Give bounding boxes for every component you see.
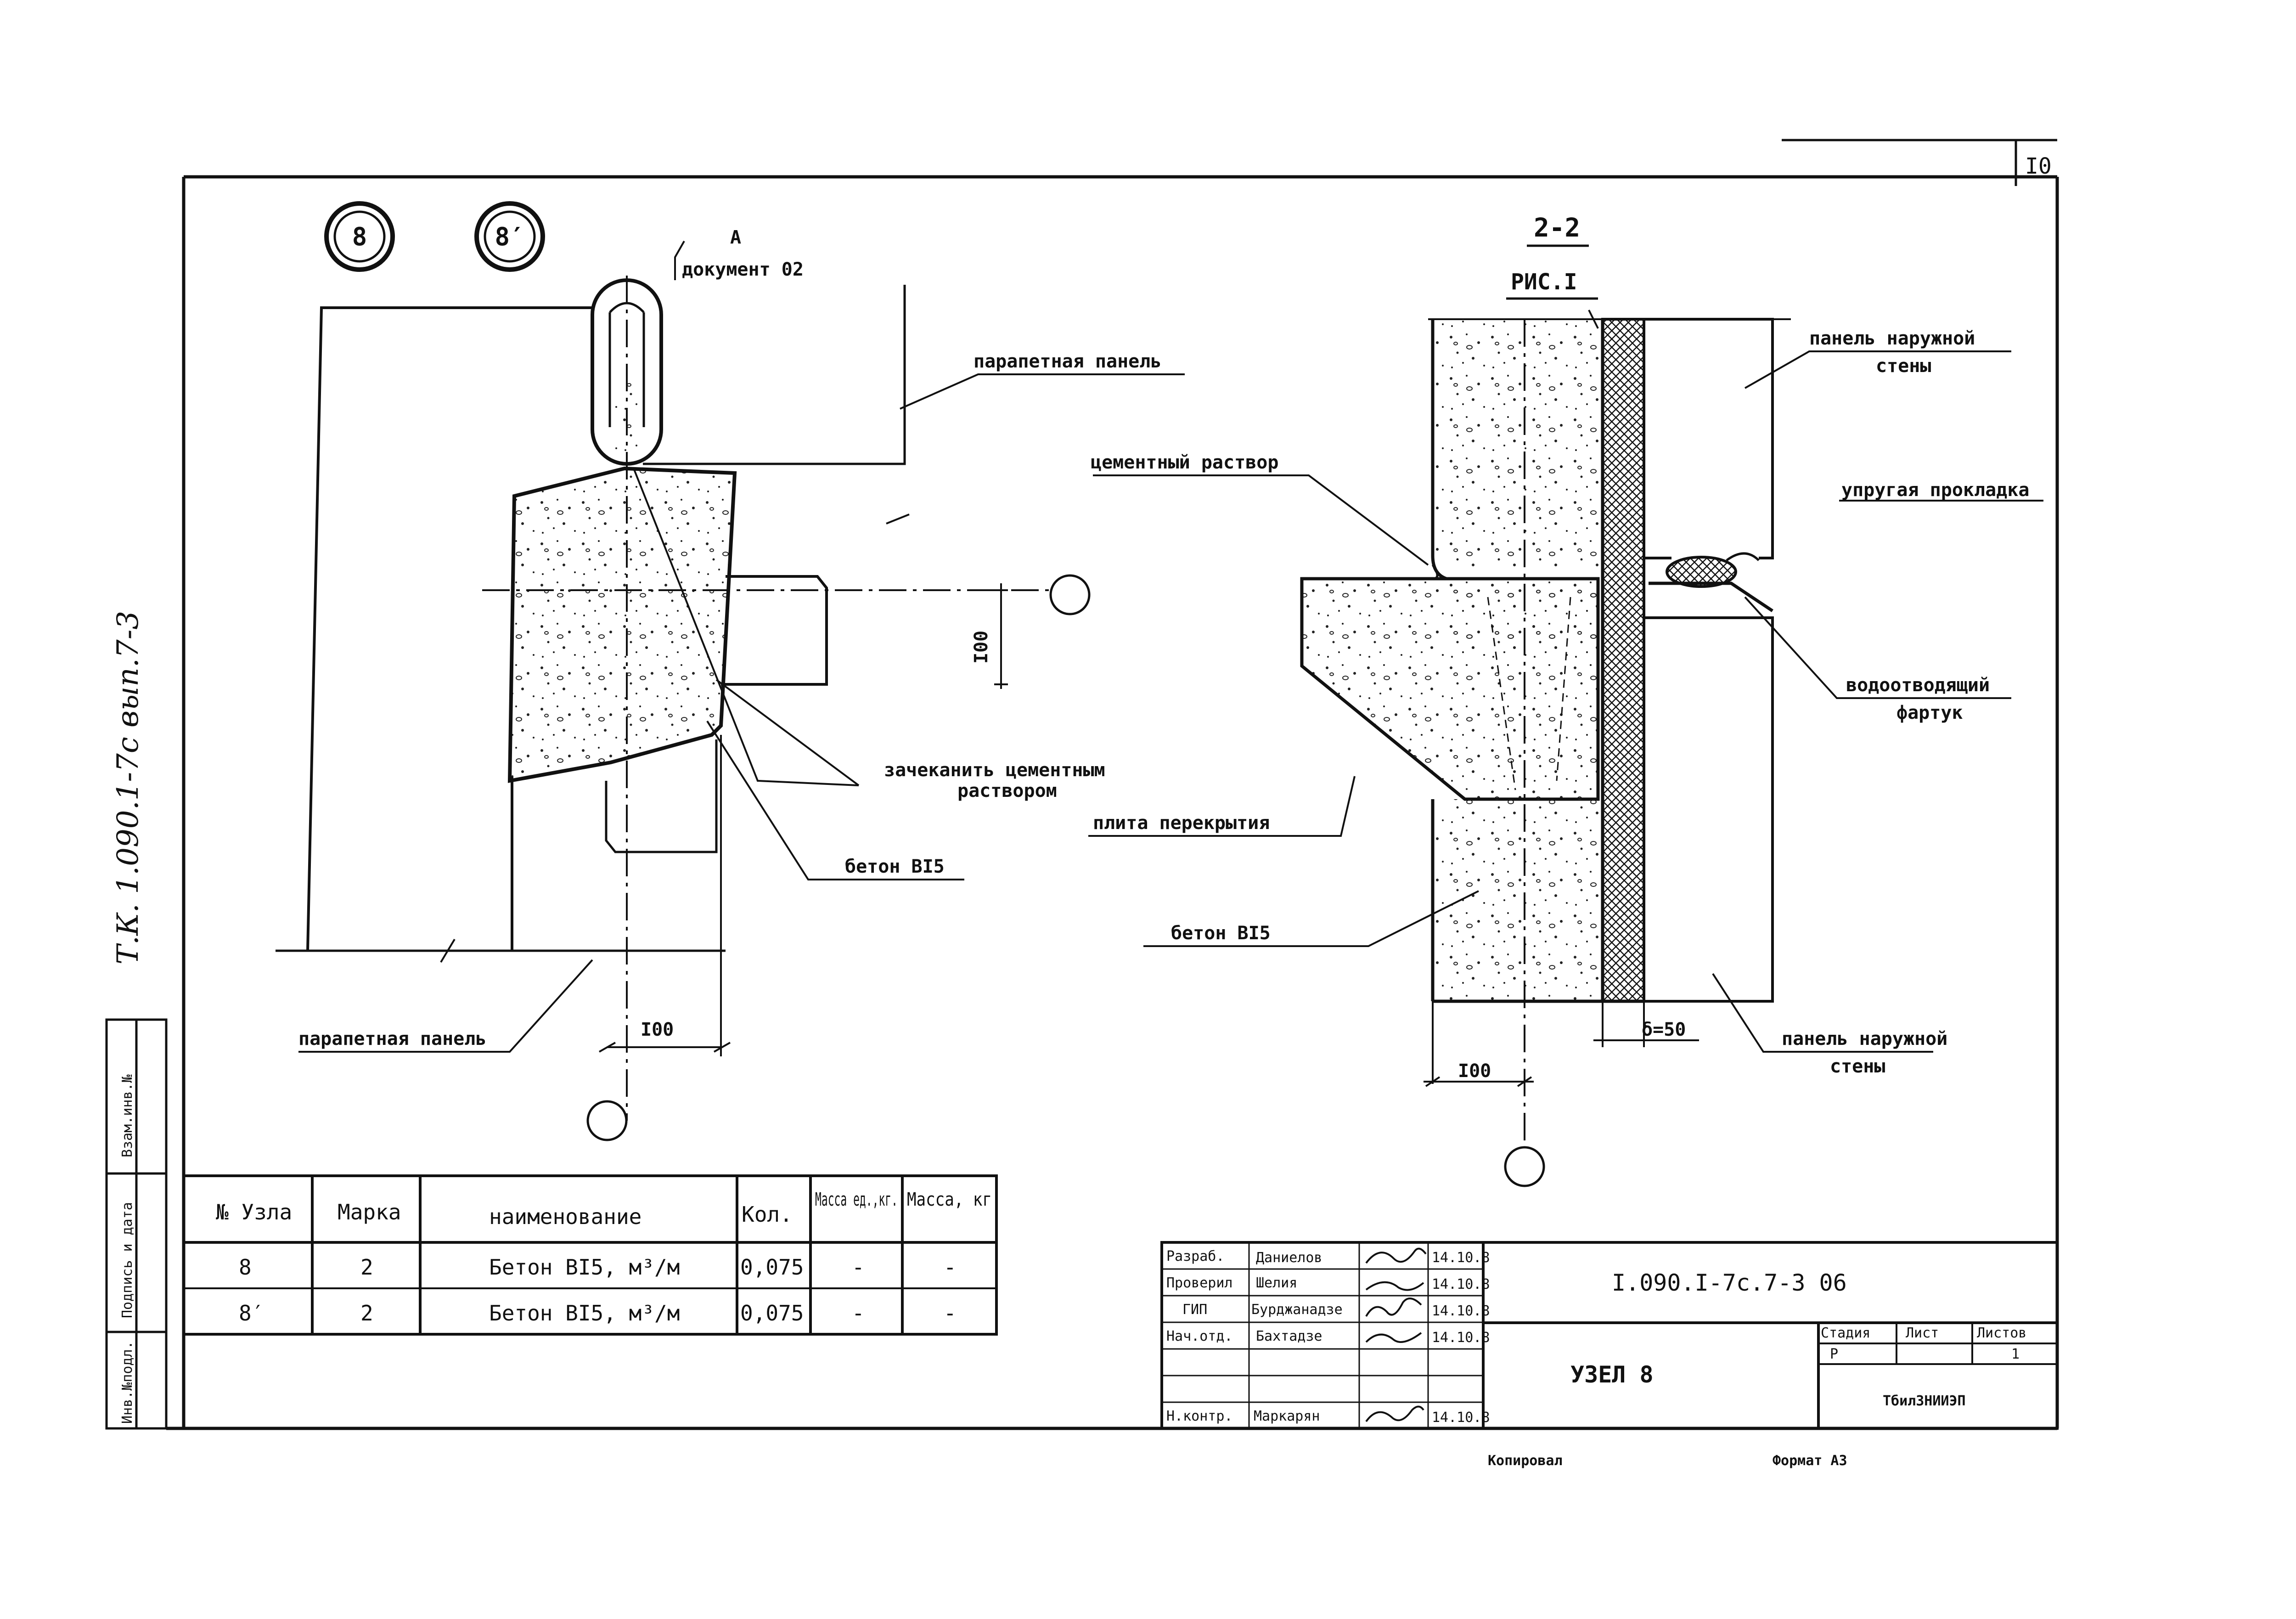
parapet-top-label: парапетная панель	[974, 351, 1161, 372]
left-dim-vertical: I00	[971, 631, 992, 664]
right-view-drawing: 2-2 РИС.I	[1088, 213, 2043, 1187]
axis-marker-right	[1049, 574, 1091, 615]
row1-name: Бетон BI5, м³/м	[489, 1255, 680, 1280]
role-1-name: Шелия	[1256, 1275, 1297, 1291]
outer-panel-bottom-label: панель наружной	[1782, 1028, 1947, 1049]
role-0-date: 14.10.8	[1432, 1250, 1490, 1266]
spec-header-mark: Марка	[338, 1200, 401, 1224]
elastic-gasket	[1666, 556, 1737, 588]
role-3-date: 14.10.8	[1432, 1330, 1490, 1346]
node-mark-8-label: 8	[352, 222, 367, 251]
left-margin-strip	[105, 1018, 168, 1430]
right-concrete-label: бетон BI5	[1171, 923, 1271, 944]
title-block: Разраб. Даниелов 14.10.8 Проверил Шелия …	[1160, 1241, 2059, 1430]
parapet-panel-outline	[306, 306, 592, 951]
grout-label: зачеканить цементным	[884, 760, 1105, 781]
row1-mark: 2	[360, 1255, 373, 1280]
sheets-header: Листов	[1977, 1325, 2026, 1341]
spec-header-mass: Масса, кг	[907, 1189, 992, 1210]
left-concrete-label: бетон BI5	[845, 856, 945, 877]
role-6-name: Маркарян	[1254, 1408, 1320, 1424]
parapet-bottom-label: парапетная панель	[298, 1028, 486, 1049]
copied-label: Копировал	[1488, 1453, 1563, 1469]
role-0: Разраб.	[1166, 1248, 1224, 1264]
sheets-value: 1	[2011, 1346, 2020, 1362]
right-dim-horizontal: I00	[1458, 1061, 1491, 1082]
role-1-date: 14.10.8	[1432, 1276, 1490, 1292]
row1-node: 8	[239, 1255, 252, 1280]
side-note: Т.К. 1.090.1-7с вып.7-3	[111, 611, 145, 965]
spec-header-name: наименование	[489, 1204, 642, 1229]
lower-wall	[1433, 799, 1603, 1001]
role-1: Проверил	[1166, 1275, 1233, 1291]
row2-name: Бетон BI5, м³/м	[489, 1301, 680, 1326]
left-view-label: А	[730, 227, 741, 248]
table-row: 8′ 2 Бетон BI5, м³/м 0,075 - -	[239, 1301, 957, 1326]
axis-marker-section	[1504, 1146, 1545, 1187]
row2-mark: 2	[360, 1301, 373, 1326]
role-0-name: Даниелов	[1256, 1250, 1322, 1266]
sheet-frame	[166, 139, 2059, 1430]
row1-mass: -	[944, 1255, 957, 1280]
document-label: документ 02	[682, 259, 804, 280]
role-3-name: Бахтадзе	[1256, 1328, 1322, 1344]
spec-table: № Узла Марка наименование Кол. Масса ед.…	[182, 1174, 998, 1336]
organization: ТбилЗНИИЭП	[1883, 1393, 1966, 1409]
stage-value: Р	[1830, 1346, 1838, 1362]
row2-mass: -	[944, 1301, 957, 1326]
role-6-date: 14.10.8	[1432, 1410, 1490, 1426]
node-mark-8-prime-label: 8′	[495, 222, 524, 251]
row2-qty: 0,075	[740, 1301, 804, 1326]
node-mark-8-prime: 8′	[474, 201, 545, 272]
inv-orig-label: Инв.№подл.	[119, 1341, 135, 1424]
slab-label: плита перекрытия	[1093, 812, 1270, 834]
floor-slab	[1300, 577, 1600, 801]
concrete-block	[507, 466, 737, 783]
row2-unit-mass: -	[852, 1301, 865, 1326]
replace-inv-label: Взам.инв.№	[119, 1074, 135, 1157]
spec-header-unit-mass: Масса ед.,кг.	[815, 1189, 898, 1210]
role-2: ГИП	[1182, 1302, 1207, 1318]
format-label: Формат А3	[1773, 1453, 1847, 1469]
left-view-drawing: I00 I00 А документ 02 парапетная панель …	[276, 227, 1185, 1141]
role-3: Нач.отд.	[1166, 1328, 1233, 1344]
outer-panel-top-label-2: стены	[1876, 355, 1931, 377]
axis-marker-bottom	[586, 1100, 628, 1141]
table-row: 8 2 Бетон BI5, м³/м 0,075 - -	[239, 1255, 957, 1280]
role-2-name: Бурджанадзе	[1251, 1302, 1343, 1318]
outer-panel-bottom-label-2: стены	[1830, 1056, 1885, 1077]
figure-label: РИС.I	[1511, 269, 1577, 295]
signature-scribbles	[1365, 1247, 1427, 1422]
row1-qty: 0,075	[740, 1255, 804, 1280]
row1-unit-mass: -	[852, 1255, 865, 1280]
drain-apron	[1649, 581, 1773, 612]
sheet-number: I0	[2025, 153, 2052, 179]
elastic-gasket-label: упругая прокладка	[1841, 479, 2029, 501]
left-dim-horizontal: I00	[641, 1019, 674, 1040]
sheet-header: Лист	[1906, 1325, 1939, 1341]
spec-header-qty: Кол.	[742, 1202, 793, 1227]
drain-label: водоотводящий	[1846, 675, 1990, 696]
drain-label-2: фартук	[1896, 702, 1963, 723]
section-label: 2-2	[1534, 213, 1580, 243]
insulation-layer	[1601, 318, 1645, 1003]
title-block-roles: Разраб. Даниелов 14.10.8 Проверил Шелия …	[1166, 1248, 1490, 1426]
role-2-date: 14.10.8	[1432, 1303, 1490, 1319]
row2-node: 8′	[239, 1301, 264, 1326]
spec-header-node: № Узла	[216, 1200, 292, 1224]
delta-label: δ=50	[1642, 1019, 1686, 1040]
upper-wall	[1433, 319, 1603, 567]
node-mark-8: 8	[324, 201, 395, 272]
outer-panel-top-label: панель наружной	[1809, 328, 1975, 349]
sign-date-label: Подпись и дата	[119, 1202, 135, 1318]
drawing-title: УЗЕЛ 8	[1570, 1361, 1654, 1388]
grout-label-2: раствором	[957, 780, 1057, 801]
cement-label: цементный раствор	[1091, 452, 1278, 473]
stage-header: Стадия	[1821, 1325, 1870, 1341]
drawing-code: I.090.I-7с.7-3 06	[1612, 1269, 1847, 1296]
role-6: Н.контр.	[1166, 1408, 1233, 1424]
